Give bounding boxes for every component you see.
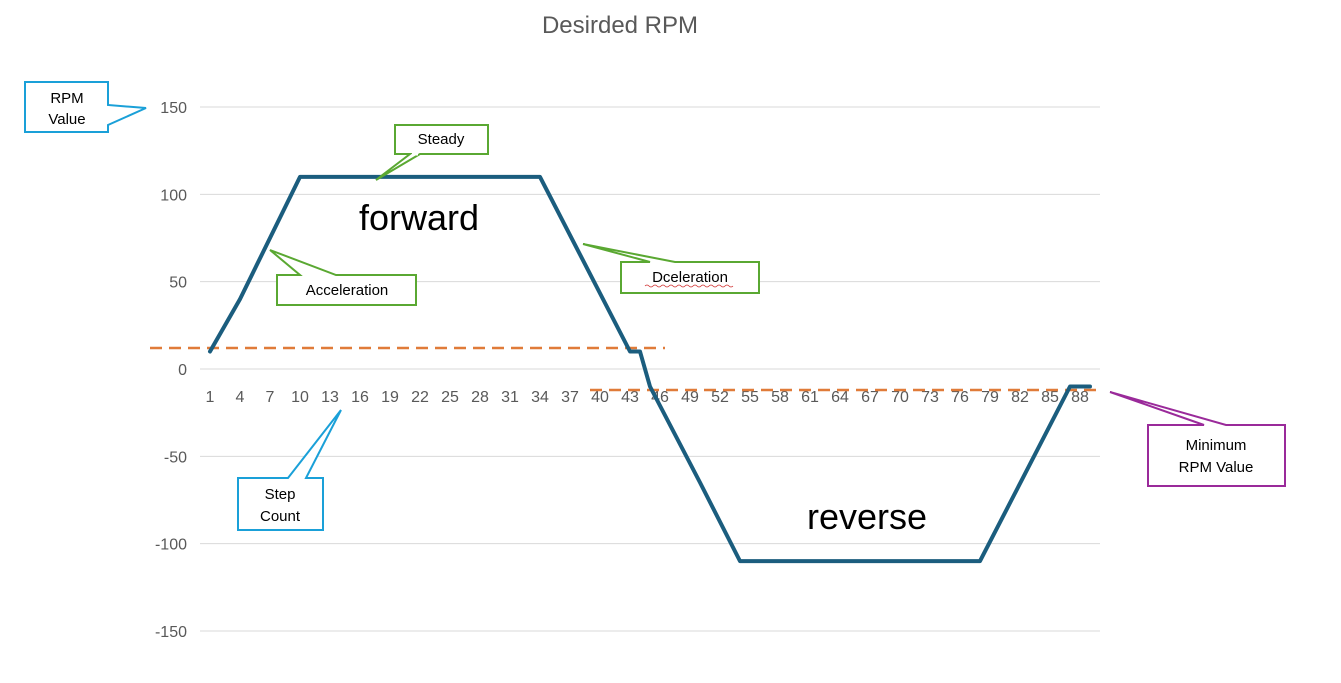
y-tick-label: 100	[160, 187, 187, 204]
rpm-value-callout: RPM Value	[24, 81, 147, 133]
deceleration-callout: Dceleration	[582, 243, 760, 294]
x-tick-label: 40	[591, 389, 609, 406]
steady-callout: Steady	[375, 124, 489, 181]
x-tick-label: 13	[321, 389, 339, 406]
x-tick-label: 4	[236, 389, 245, 406]
x-tick-label: 34	[531, 389, 549, 406]
rpm-value-text-2: Value	[48, 111, 85, 128]
x-tick-label: 55	[741, 389, 759, 406]
x-tick-label: 61	[801, 389, 819, 406]
x-tick-label: 16	[351, 389, 369, 406]
y-tick-label: -100	[155, 537, 187, 554]
acceleration-callout: Acceleration	[269, 249, 417, 306]
rpm-value-text-1: RPM	[50, 90, 83, 107]
y-tick-label: 0	[178, 362, 187, 379]
y-axis-ticks: 150 100 50 0 -50 -100 -150	[155, 100, 187, 641]
x-tick-label: 67	[861, 389, 879, 406]
step-count-text-1: Step	[265, 486, 296, 503]
x-tick-label: 52	[711, 389, 729, 406]
x-tick-label: 49	[681, 389, 699, 406]
x-tick-label: 70	[891, 389, 909, 406]
x-tick-label: 73	[921, 389, 939, 406]
steady-text: Steady	[418, 131, 465, 148]
deceleration-text: Dceleration	[652, 269, 728, 286]
x-tick-label: 88	[1071, 389, 1089, 406]
step-count-text-2: Count	[260, 508, 301, 525]
forward-label: forward	[359, 197, 479, 238]
x-tick-label: 19	[381, 389, 399, 406]
acceleration-text: Acceleration	[306, 282, 389, 299]
x-tick-label: 10	[291, 389, 309, 406]
chart-title: Desirded RPM	[542, 12, 698, 39]
minimum-rpm-text-1: Minimum	[1186, 437, 1247, 454]
series-line	[208, 174, 1092, 564]
minimum-rpm-callout: Minimum RPM Value	[1109, 391, 1286, 487]
series-group	[208, 174, 1092, 564]
x-tick-label: 22	[411, 389, 429, 406]
x-tick-label: 1	[206, 389, 215, 406]
x-tick-label: 43	[621, 389, 639, 406]
gridlines	[200, 106, 1100, 632]
x-tick-label: 37	[561, 389, 579, 406]
x-tick-label: 85	[1041, 389, 1059, 406]
x-tick-label: 7	[266, 389, 275, 406]
spellcheck-underline	[644, 284, 734, 288]
x-tick-label: 58	[771, 389, 789, 406]
reverse-label: reverse	[807, 496, 927, 537]
minimum-rpm-text-2: RPM Value	[1179, 459, 1254, 476]
x-tick-label: 82	[1011, 389, 1029, 406]
x-tick-label: 64	[831, 389, 849, 406]
x-tick-label: 31	[501, 389, 519, 406]
x-tick-label: 79	[981, 389, 999, 406]
x-tick-label: 25	[441, 389, 459, 406]
x-tick-label: 28	[471, 389, 489, 406]
y-tick-label: -50	[164, 449, 187, 466]
step-count-callout: Step Count	[237, 409, 342, 531]
y-tick-label: 150	[160, 100, 187, 117]
y-tick-label: 50	[169, 275, 187, 292]
x-tick-label: 76	[951, 389, 969, 406]
y-tick-label: -150	[155, 624, 187, 641]
reference-lines	[150, 346, 1100, 392]
